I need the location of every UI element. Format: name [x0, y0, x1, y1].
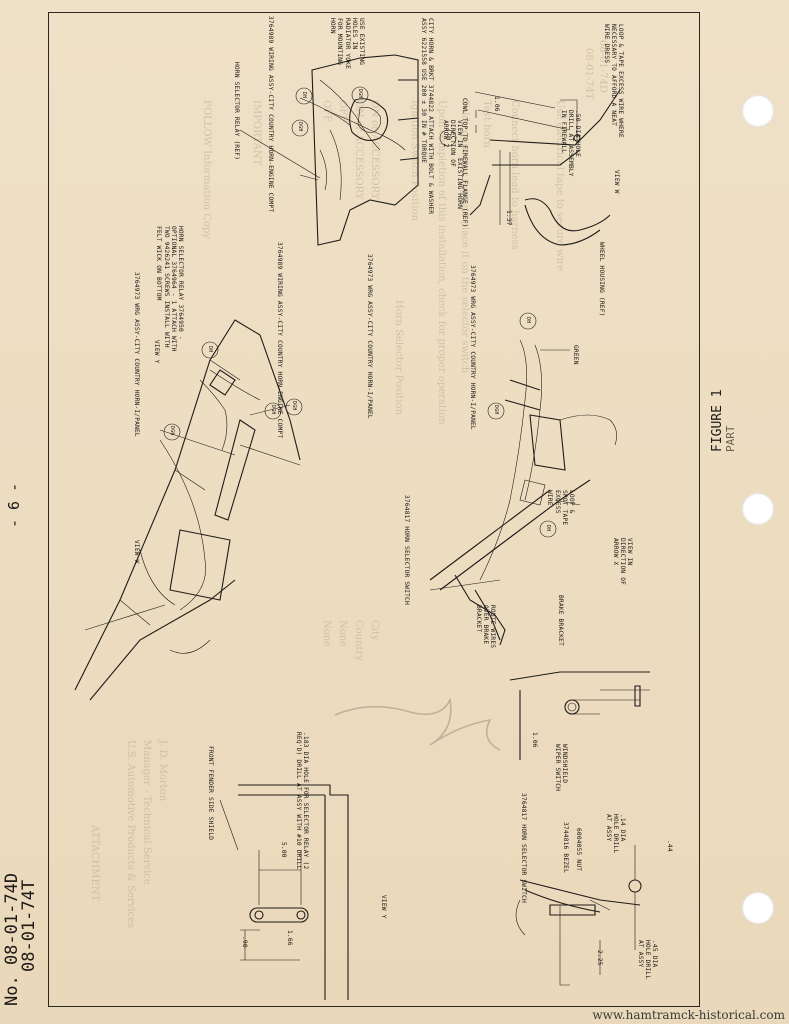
callout-label: DH	[301, 92, 307, 99]
label-green: GREEN	[572, 345, 579, 365]
label-wrg-assy-panel: 3764973 WRG ASSY-CITY COUNTRY HORN-I/PAN…	[133, 272, 140, 437]
label-bezel: 3744816 BEZEL	[562, 822, 569, 874]
label-route-wires: ROUTE WIRES OVER BRAKE BRACKET	[474, 605, 496, 649]
firewall-view-w-sketch	[469, 89, 621, 246]
label-wiring-assy-engine: 3764989 WIRING ASSY-CITY COUNTRY HORN-EN…	[267, 16, 274, 213]
callout-bubbles	[163, 86, 557, 538]
label-loop-spot-tape: LOOP & SPOT TAPE EXCESS WIRE	[546, 490, 575, 526]
website-watermark: www.hamtramck-historical.com	[592, 1008, 785, 1022]
label-loop-tape: LOOP & TAPE EXCESS WIRE WHERE NECESSARY …	[602, 24, 624, 138]
label-view-y-arrow: VIEW Y	[153, 340, 160, 364]
figure-title-text: FIGURE 1	[710, 389, 725, 452]
callout-label: DGH	[291, 401, 297, 411]
label-horn-selector-relay-block: HORN SELECTOR RELAY 3764950 - OPTIONAL 3…	[155, 226, 184, 352]
engine-compartment-sketch	[239, 54, 419, 246]
label-horn-selector-relay-ref: HORN SELECTOR RELAY (REF)	[233, 62, 240, 161]
callout-label: DGH	[357, 89, 363, 99]
callout-label: DH	[207, 346, 213, 353]
dash-assembly-sketch	[74, 319, 301, 701]
label-use-existing-holes: USE EXISTING HOLES IN RADIATOR YOKE FOR …	[329, 18, 365, 70]
label-dim-1-66: 1.66	[286, 930, 293, 946]
label-view-y: VIEW Y	[380, 895, 387, 919]
label-hole-selector-relay: .183 DIA HOLE FOR SELECTOR RELAY (2 REQ'…	[294, 732, 309, 870]
label-dim-0-44: .44	[666, 840, 673, 852]
punch-hole	[742, 493, 774, 525]
label-horn-selector-switch: 3764817 HORN SELECTOR SWITCH	[403, 495, 410, 605]
label-view-w: VIEW W	[613, 170, 620, 194]
label-windshield-wiper: WINDSHIELD WIPER SWITCH	[553, 744, 568, 792]
label-wrg-assy-panel-2: 3764973 WRG ASSY-CITY COUNTRY HORN-I/PAN…	[366, 254, 373, 419]
punch-hole	[742, 95, 774, 127]
label-nut: 6004055 NUT	[575, 828, 582, 872]
page-number: - 6 -	[5, 482, 23, 528]
label-dim-2-25: 2.25	[596, 950, 603, 966]
label-dim-1-06: 1.06	[493, 96, 500, 112]
document-number: No. 08-01-74D 08-01-74T	[2, 873, 39, 1006]
label-dim-1-37: 1.37	[505, 210, 512, 226]
label-dim-1-06-b: 1.06	[531, 732, 538, 748]
label-dia-14: .14 DIA HOLE DRILL AT ASSY	[604, 814, 626, 854]
figure-title: FIGURE 1 PART	[710, 389, 737, 453]
label-front-fender: FRONT FENDER SIDE SHIELD	[207, 746, 214, 841]
label-dim-5-00: 5.00	[280, 842, 287, 858]
label-wiring-assy-engine-2: 3764989 WIRING ASSY-CITY COUNTRY HORN-EN…	[276, 242, 283, 439]
punch-hole	[742, 892, 774, 924]
label-brake-bracket: BRAKE BRACKET	[557, 595, 564, 647]
figure-subtitle: PART	[724, 425, 737, 453]
callout-label: DGH	[169, 426, 175, 436]
fender-view-y-sketch	[219, 784, 349, 1000]
label-view-w-arrow: VIEW W	[133, 540, 140, 564]
label-wrg-assy-panel-3: 3764973 WRG ASSY-CITY COUNTRY HORN-I/PAN…	[469, 265, 476, 430]
callout-label: DGH	[297, 122, 303, 132]
label-dim-0-90: .90	[241, 936, 248, 948]
label-cowl-top: COWL TOP TO FIREWALL FLANGE (REF)	[461, 98, 468, 228]
label-dia-hole-firewall: .50 DIA HOLE DRILL AT ASSEMBLY IN FIREWA…	[559, 110, 581, 177]
callout-label: DH	[525, 317, 531, 324]
label-wheel-housing: WHEEL HOUSING (REF)	[598, 242, 605, 317]
drawing-frame	[48, 12, 700, 1007]
brake-bracket-sketch	[429, 339, 617, 646]
wiper-switch-sketch	[509, 671, 650, 986]
label-view-direction-x: VIEW IN DIRECTION OF ARROW X	[611, 538, 633, 586]
label-dia-45: .45 DIA HOLE DRILL AT ASSY	[636, 940, 658, 980]
label-horn-selector-switch-b: 3764817 HORN SELECTOR SWITCH	[520, 793, 527, 903]
signature-scribble	[334, 697, 501, 751]
document-number-line2: 08-01-74T	[19, 879, 39, 972]
callout-label: DGH	[493, 405, 499, 415]
label-city-horn-bracket: CITY HORN & BRKT 3744822 ATTACH WITH BOL…	[419, 18, 434, 215]
